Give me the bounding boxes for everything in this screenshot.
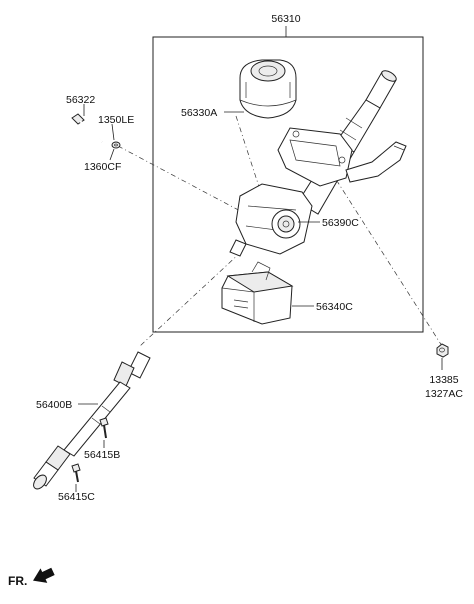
washer-1350le <box>111 141 121 149</box>
tilt-bracket <box>277 127 407 187</box>
front-arrow-icon <box>33 567 55 583</box>
washer-leader-a <box>111 123 115 141</box>
bolt-alignment-line <box>117 145 247 215</box>
motor-alignment-line <box>235 115 263 197</box>
intermediate-shaft-56400b <box>33 351 151 490</box>
lock-housing-56390c <box>229 183 313 257</box>
nut-alignment-line <box>329 169 443 347</box>
label-1327ac: 1327AC <box>425 388 463 400</box>
label-56390c: 56390C <box>322 217 359 229</box>
label-56310: 56310 <box>271 13 300 25</box>
motor-56330a <box>239 59 297 119</box>
label-56400b: 56400B <box>36 399 72 411</box>
nut-13385 <box>436 343 449 358</box>
label-56330a: 56330A <box>181 107 217 119</box>
ecu-56340c <box>221 261 294 325</box>
washer-leader-b <box>109 148 115 161</box>
label-1350le: 1350LE <box>98 114 134 126</box>
label-1360cf: 1360CF <box>84 161 121 173</box>
label-56415b: 56415B <box>84 449 120 461</box>
bolt-56415c <box>71 463 81 483</box>
bolt-56322 <box>71 113 103 143</box>
shaft-alignment-line <box>139 251 242 347</box>
label-56322: 56322 <box>66 94 95 106</box>
front-marker: FR. <box>8 567 55 588</box>
label-13385: 13385 <box>429 374 458 386</box>
front-marker-label: FR. <box>8 574 27 588</box>
assembly-frame <box>152 36 424 333</box>
bolt-56415b <box>99 417 109 439</box>
label-56340c: 56340C <box>316 301 353 313</box>
label-56415c: 56415C <box>58 491 95 503</box>
